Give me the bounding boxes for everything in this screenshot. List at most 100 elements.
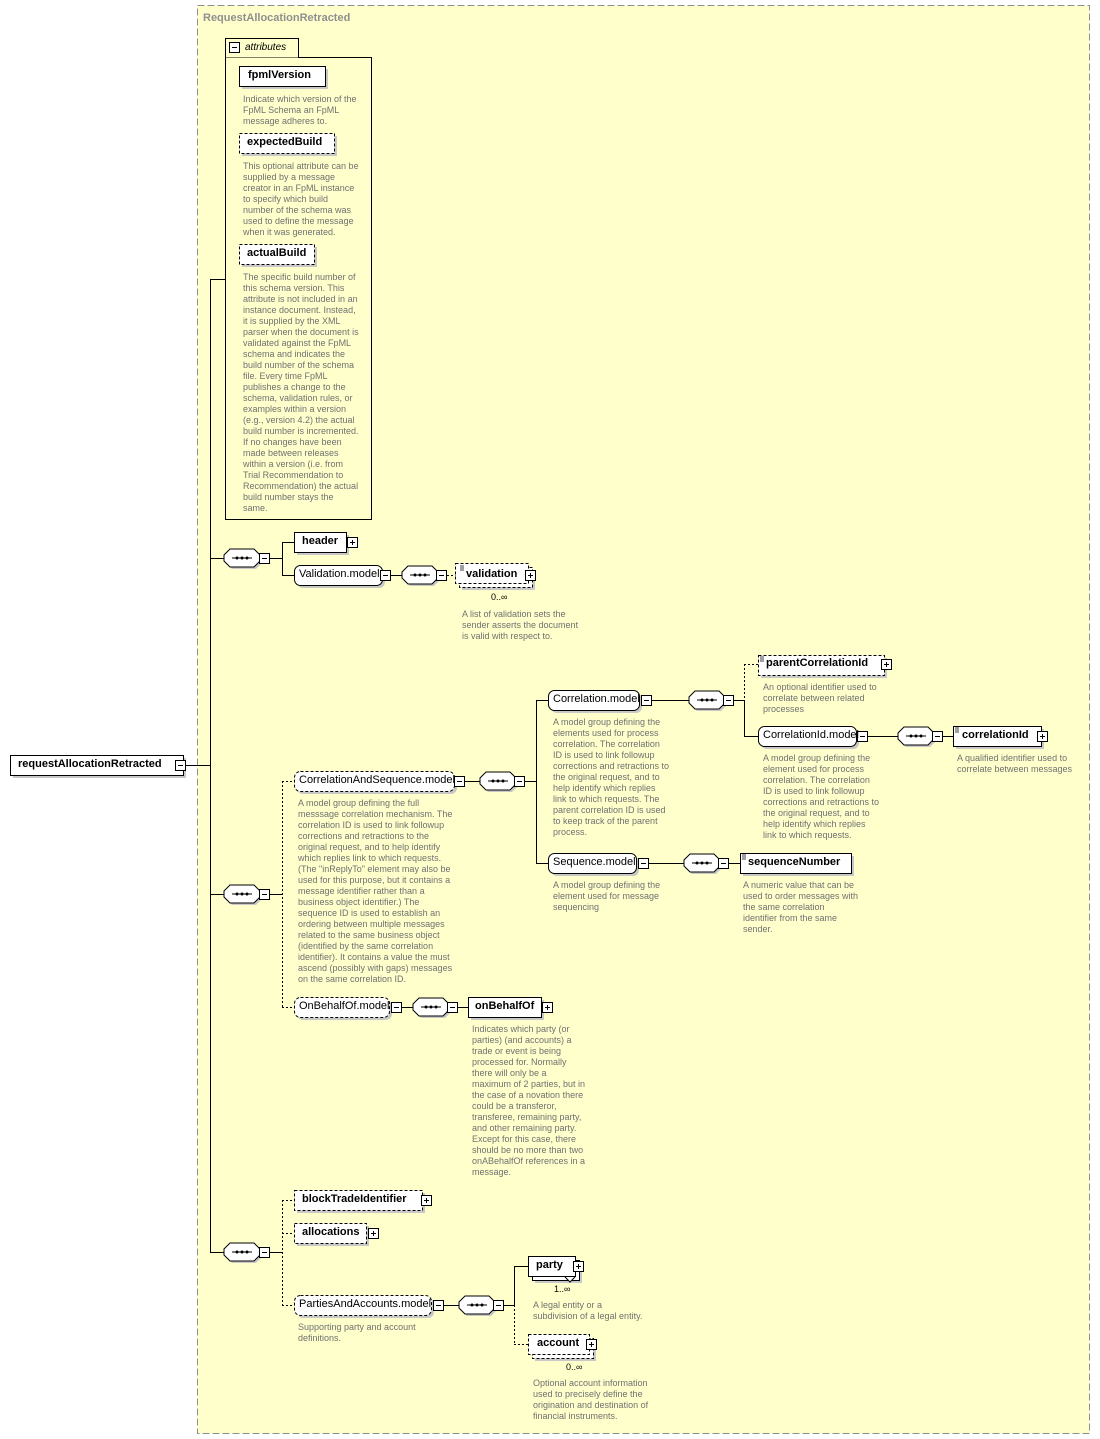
doc-line: transferee, remaining party, xyxy=(472,1112,582,1122)
doc-line: sequencing xyxy=(553,902,600,912)
seq1-connectors xyxy=(270,542,294,576)
doc-line: A model group defining the xyxy=(553,717,661,727)
doc-line: subdivision of a legal entity. xyxy=(533,1311,643,1321)
doc-line: Indicates which party (or xyxy=(472,1024,570,1034)
correlation-model-label: Correlation.model xyxy=(553,693,640,705)
doc-line: If no changes have been xyxy=(243,437,342,447)
parent-correlation-id-box[interactable] xyxy=(758,655,892,679)
sequence-compositor-parties[interactable] xyxy=(458,1295,504,1316)
doc-line: A model group defining the xyxy=(553,880,661,890)
doc-line: business object identifier.) The xyxy=(298,897,420,907)
doc-line: help identify which replies xyxy=(553,783,656,793)
doc-line: element used for process xyxy=(763,764,865,774)
allocations-box[interactable] xyxy=(294,1223,379,1247)
doc-line: Recommendation) the actual xyxy=(243,481,359,491)
account-label: account xyxy=(537,1337,580,1349)
account-cardinality: 0..∞ xyxy=(566,1362,583,1372)
account-element-box[interactable] xyxy=(528,1334,597,1362)
correlation-id-model-label: CorrelationId.model xyxy=(763,729,859,741)
correlation-id-model-box[interactable] xyxy=(758,726,868,750)
doc-line: processes xyxy=(763,704,805,714)
parties-and-accounts-model-box[interactable] xyxy=(294,1295,444,1319)
doc-line: processed for. Normally xyxy=(472,1057,567,1067)
sequence-model-box[interactable] xyxy=(548,853,649,877)
doc-line: correlate between related xyxy=(763,693,865,703)
seq3-connectors xyxy=(270,1200,294,1306)
doc-line: A model group defining the full xyxy=(298,798,420,808)
sequence-compositor-correlation[interactable] xyxy=(688,690,734,711)
on-behalf-of-model-box[interactable] xyxy=(294,997,402,1021)
correlation-and-sequence-model-box[interactable] xyxy=(294,771,465,795)
doc-line: element used for message xyxy=(553,891,660,901)
doc-line: messsage correlation mechanism. The xyxy=(298,809,453,819)
sequence-compositor-2[interactable] xyxy=(223,884,270,905)
attribute-expectedbuild-box[interactable] xyxy=(239,133,338,157)
doc-line: correlation ID is used to link followup xyxy=(298,820,445,830)
doc-line: schema and indicates the xyxy=(243,349,346,359)
sequence-number-box[interactable] xyxy=(740,853,855,877)
validation-element-box[interactable] xyxy=(455,563,536,591)
doc-line: number of the schema was xyxy=(243,205,352,215)
party-element-box[interactable] xyxy=(528,1256,584,1284)
correlation-model-box[interactable] xyxy=(548,690,652,714)
doc-line: same. xyxy=(243,503,268,513)
sequence-compositor-1[interactable] xyxy=(223,548,270,569)
doc-line: ordering between multiple messages xyxy=(298,919,445,929)
correlation-and-sequence-model-label: CorrelationAndSequence.model xyxy=(299,774,455,786)
doc-line: (identified by the same correlation xyxy=(298,941,434,951)
doc-line: correlation. The correlation xyxy=(763,775,870,785)
doc-line: sender. xyxy=(743,924,773,934)
doc-line: when it was generated. xyxy=(243,227,336,237)
doc-line: and other remaining party. xyxy=(472,1123,577,1133)
doc-line: made between releases xyxy=(243,448,339,458)
doc-line: this schema version. This xyxy=(243,283,345,293)
correlation-connectors xyxy=(734,664,758,737)
doc-line: used for this purpose, but it contains a xyxy=(298,875,451,885)
corrseq-connectors xyxy=(525,700,548,864)
on-behalf-of-element-box[interactable] xyxy=(468,997,553,1021)
doc-line: there will only be a xyxy=(472,1068,547,1078)
sequence-compositor-correlationid[interactable] xyxy=(897,726,943,747)
doc-line: message adheres to. xyxy=(243,116,328,126)
doc-line: A list of validation sets the xyxy=(462,609,566,619)
block-trade-identifier-box[interactable] xyxy=(294,1190,432,1214)
root-element-box[interactable] xyxy=(10,755,187,779)
doc-line: FpML Schema an FpML xyxy=(243,105,340,115)
sequence-compositor-validation[interactable] xyxy=(401,565,447,586)
doc-line: Supporting party and account xyxy=(298,1322,416,1332)
correlation-id-box[interactable] xyxy=(953,726,1048,750)
doc-line: sender asserts the document xyxy=(462,620,579,630)
sequence-compositor-corrseq[interactable] xyxy=(479,771,525,792)
validation-model-group-box[interactable] xyxy=(294,565,391,589)
doc-line: Indicate which version of the xyxy=(243,94,357,104)
doc-line: which replies link to which requests. xyxy=(298,853,442,863)
attribute-fpmlversion-box[interactable] xyxy=(239,66,329,90)
attr-expectedbuild-name: expectedBuild xyxy=(247,136,323,148)
doc-line: A numeric value that can be xyxy=(743,880,855,890)
header-element-box[interactable] xyxy=(294,532,358,556)
sequence-compositor-sequence[interactable] xyxy=(683,853,729,874)
party-cardinality: 1..∞ xyxy=(554,1284,571,1294)
attributes-label: attributes xyxy=(245,42,287,53)
sequence-compositor-3[interactable] xyxy=(223,1242,270,1263)
doc-line: corrections and retractions to xyxy=(553,761,670,771)
seq2-connectors xyxy=(270,781,294,1008)
sequence-compositor-onbehalfof[interactable] xyxy=(412,997,458,1018)
doc-line: This optional attribute can be xyxy=(243,161,359,171)
validation-label: validation xyxy=(466,568,518,580)
doc-line: parent correlation ID is used xyxy=(553,805,666,815)
attribute-actualbuild-box[interactable] xyxy=(239,244,318,268)
doc-line: supplied by a message xyxy=(243,172,336,182)
doc-line: message. xyxy=(472,1167,512,1177)
attr-fpmlversion-name: fpmlVersion xyxy=(248,69,311,81)
doc-line: corrections and retractions to the xyxy=(298,831,430,841)
sequence-number-label: sequenceNumber xyxy=(748,856,841,868)
doc-line: examples within a version xyxy=(243,404,347,414)
